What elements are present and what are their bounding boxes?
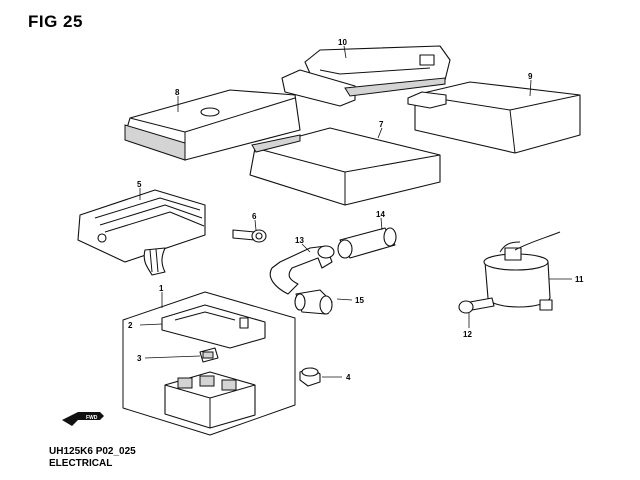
callout-labels: 10 9 8 7 5 6 14 13 11 15 12 1 2 3 4 — [128, 38, 584, 382]
part-13[interactable] — [269, 245, 335, 295]
figure-title: FIG 25 — [28, 12, 83, 31]
ht-lead — [328, 304, 550, 367]
callout-14: 14 — [376, 210, 385, 219]
figure-code: UH125K6 P02_025 — [49, 446, 136, 457]
part-1-frame — [122, 291, 296, 436]
callout-4: 4 — [346, 373, 351, 382]
part-7[interactable] — [249, 127, 441, 206]
part-3[interactable] — [199, 347, 219, 363]
part-9[interactable] — [407, 81, 581, 154]
part-12[interactable] — [458, 297, 495, 314]
callout-5: 5 — [137, 180, 142, 189]
part-11[interactable] — [483, 231, 561, 311]
part-2[interactable] — [161, 304, 266, 349]
callout-7: 7 — [379, 120, 384, 129]
part-8[interactable] — [124, 89, 301, 161]
callout-9: 9 — [528, 72, 533, 81]
callout-11: 11 — [575, 275, 584, 284]
fwd-label: FWD — [86, 415, 98, 421]
callout-3: 3 — [137, 354, 142, 363]
fwd-arrow: FWD — [62, 412, 104, 426]
callout-10: 10 — [338, 38, 347, 47]
part-5[interactable] — [77, 189, 206, 276]
section-name: ELECTRICAL — [49, 458, 113, 469]
part-15[interactable] — [294, 289, 333, 315]
part-6[interactable] — [232, 229, 267, 243]
callout-2: 2 — [128, 321, 133, 330]
fuse-box — [164, 371, 256, 429]
callout-1: 1 — [159, 284, 164, 293]
callout-8: 8 — [175, 88, 180, 97]
part-14[interactable] — [337, 227, 397, 259]
part-10[interactable] — [281, 45, 451, 107]
callout-6: 6 — [252, 212, 257, 221]
callout-15: 15 — [355, 296, 364, 305]
leader-lines — [139, 45, 572, 378]
part-4[interactable] — [299, 367, 321, 387]
callout-13: 13 — [295, 236, 304, 245]
callout-12: 12 — [463, 330, 472, 339]
